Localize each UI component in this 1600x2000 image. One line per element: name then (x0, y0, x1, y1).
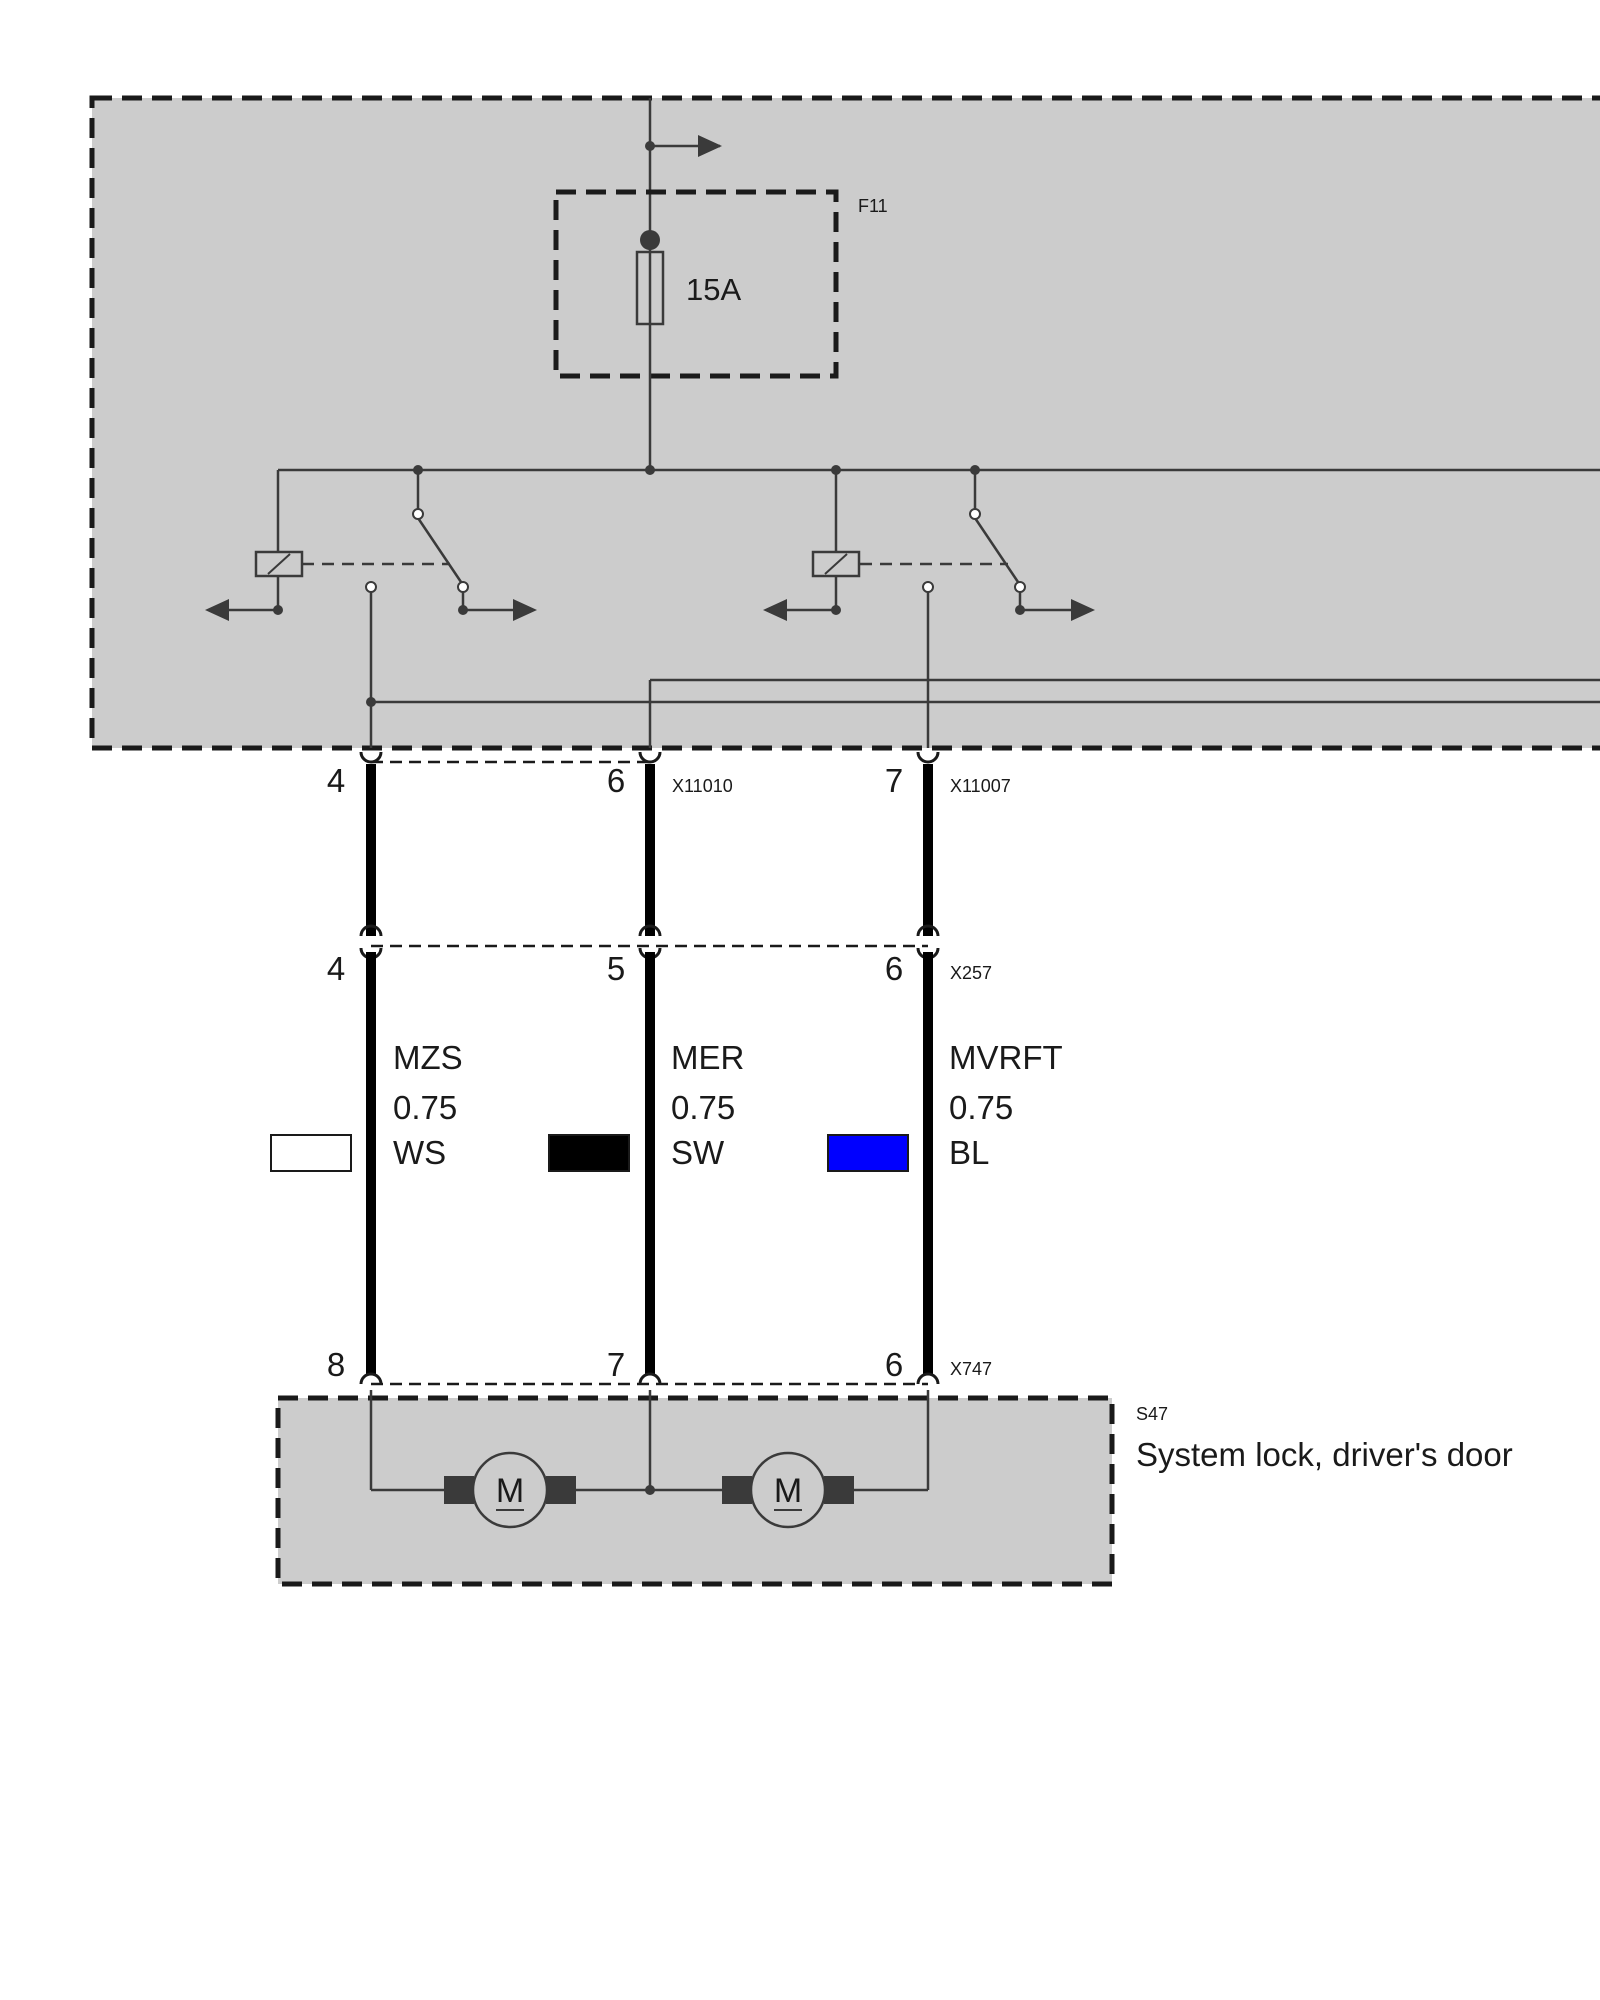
wire-color-code: WS (393, 1134, 446, 1171)
motor-1: M (444, 1451, 576, 1529)
pin-number: 5 (607, 950, 625, 987)
wire-label-mer: MER 0.75 SW (548, 1039, 744, 1172)
motor-symbol: M (774, 1472, 802, 1510)
arrow-right-icon (1071, 599, 1095, 621)
pin-number: 8 (327, 1346, 345, 1383)
wire-color-swatch (270, 1134, 352, 1172)
control-module-box (89, 95, 1600, 751)
connector-id: X11010 (672, 776, 733, 796)
arrow-left-icon (763, 599, 787, 621)
wire-label-mzs: MZS 0.75 WS (270, 1039, 463, 1172)
internal-feeds (371, 678, 1600, 748)
arrow-left-icon (205, 599, 229, 621)
relay-2 (763, 470, 1095, 748)
motor-icon (749, 1451, 827, 1529)
wire-color-code: SW (671, 1134, 725, 1171)
pin-number: 6 (885, 950, 903, 987)
wire-color-swatch (827, 1134, 909, 1172)
wire-segments-upper (366, 764, 933, 936)
fuse-id: F11 (858, 196, 888, 216)
connector-id: X747 (950, 1359, 992, 1379)
branch-arrow-icon (698, 135, 722, 157)
pin-number: 7 (607, 1346, 625, 1383)
pin-number: 4 (327, 950, 345, 987)
connector-id: X11007 (950, 776, 1011, 796)
junction-dot (645, 1485, 655, 1495)
wire-color-code: BL (949, 1134, 989, 1171)
wire-gauge: 0.75 (671, 1089, 735, 1126)
arrow-right-icon (513, 599, 537, 621)
motor-symbol: M (496, 1472, 524, 1510)
fuse-box (553, 189, 839, 379)
wire-color-swatch (548, 1134, 630, 1172)
pin-number: 6 (885, 1346, 903, 1383)
pin-number: 6 (607, 762, 625, 799)
motor-icon (471, 1451, 549, 1529)
wire-label-mvrft: MVRFT 0.75 BL (827, 1039, 1063, 1172)
pin-number: 7 (885, 762, 903, 799)
junction-dot (366, 697, 376, 707)
wire-gauge: 0.75 (949, 1089, 1013, 1126)
wire-segments-lower (366, 952, 933, 1374)
motor-2: M (722, 1451, 854, 1529)
wire-name: MVRFT (949, 1039, 1063, 1076)
lower-connector-cups (359, 1372, 940, 1385)
upper-connector-cups (359, 751, 940, 764)
relay-1 (205, 470, 537, 748)
fuse-rating: 15A (686, 272, 741, 307)
component-id: S47 (1136, 1404, 1168, 1424)
wire-gauge: 0.75 (393, 1089, 457, 1126)
junction-dot (645, 141, 655, 151)
pin-number: 4 (327, 762, 345, 799)
wire-name: MER (671, 1039, 744, 1076)
connector-id: X257 (950, 963, 992, 983)
component-name: System lock, driver's door (1136, 1436, 1513, 1473)
wire-name: MZS (393, 1039, 463, 1076)
